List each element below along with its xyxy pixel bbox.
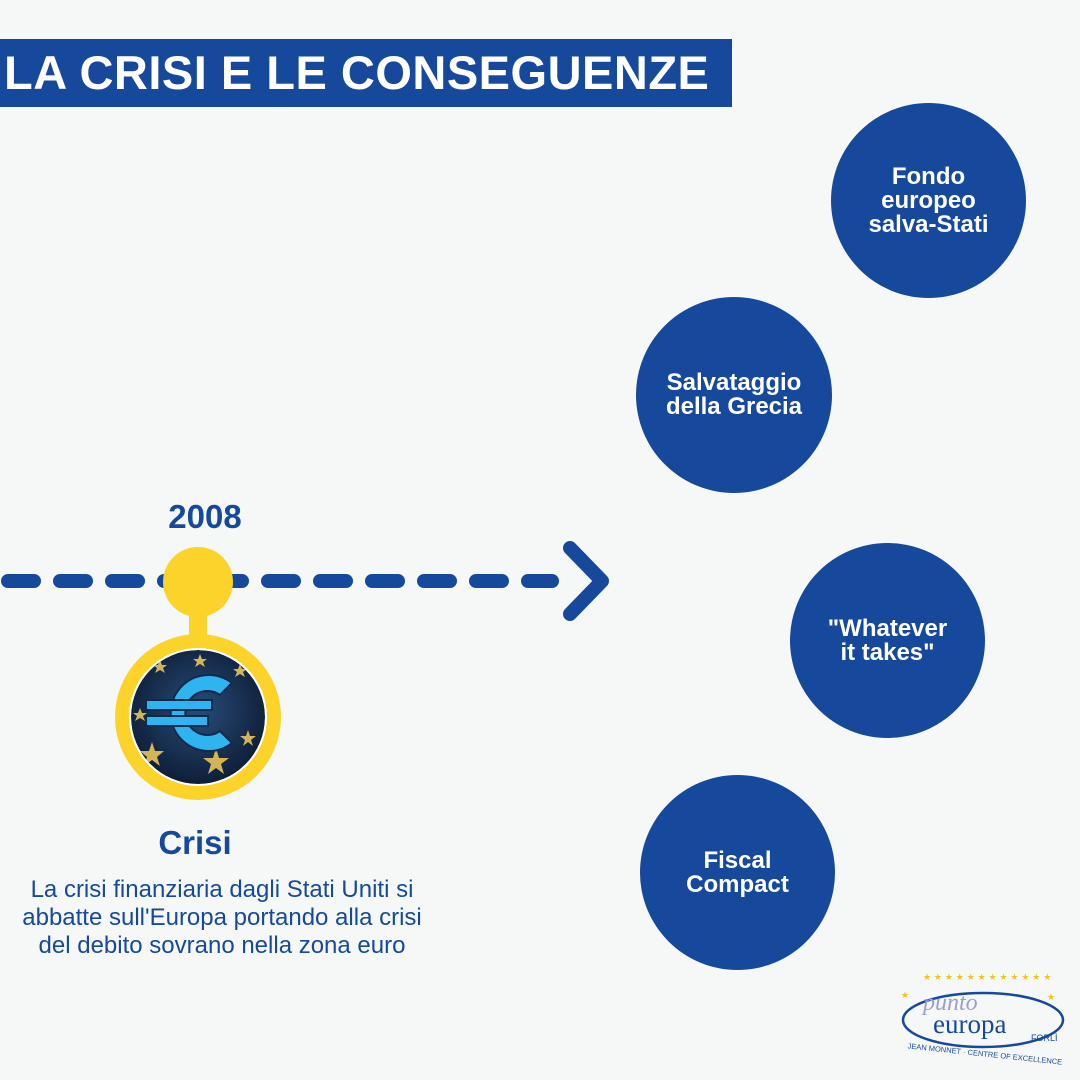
consequence-salvataggio-grecia: Salvataggio della Grecia: [636, 297, 832, 493]
logo-stars-icon: ★ ★ ★ ★ ★ ★ ★ ★ ★ ★ ★ ★ ★ ★: [901, 973, 1055, 1003]
consequence-label: Salvataggio della Grecia: [665, 369, 803, 420]
logo-tagline: JEAN MONNET · CENTRE OF EXCELLENCE: [907, 1041, 1062, 1066]
page-title: LA CRISI E LE CONSEGUENZE: [4, 46, 710, 99]
logo-text-city: FORLÌ: [1031, 1033, 1058, 1043]
title-banner: LA CRISI E LE CONSEGUENZE: [0, 39, 732, 107]
consequence-label: "Whatever it takes": [827, 614, 948, 666]
punto-europa-logo: ★ ★ ★ ★ ★ ★ ★ ★ ★ ★ ★ ★ ★ ★ punto europa…: [901, 973, 1065, 1067]
logo-text-europa: europa: [933, 1009, 1006, 1039]
consequence-label: Fondo europeo salva-Stati: [868, 162, 989, 238]
euro-crisis-icon: [131, 650, 265, 784]
consequence-fiscal-compact: Fiscal Compact: [640, 775, 835, 970]
event-description: La crisi finanziaria dagli Stati Uniti s…: [22, 876, 422, 959]
event-title: Crisi: [158, 824, 232, 861]
consequence-label: Fiscal Compact: [686, 846, 789, 898]
svg-text:★: ★: [901, 991, 909, 1001]
logo-text-punto: punto: [921, 990, 978, 1016]
timeline-arrow-head-icon: [563, 541, 609, 621]
svg-text:★ ★ ★ ★ ★ ★ ★ ★ ★ ★ ★ ★: ★ ★ ★ ★ ★ ★ ★ ★ ★ ★ ★ ★: [923, 973, 1051, 983]
consequence-whatever-it-takes: "Whatever it takes": [790, 543, 985, 738]
timeline-year: 2008: [168, 498, 242, 535]
svg-text:★: ★: [1047, 993, 1055, 1003]
consequence-fondo-salva-stati: Fondo europeo salva-Stati: [831, 103, 1026, 298]
